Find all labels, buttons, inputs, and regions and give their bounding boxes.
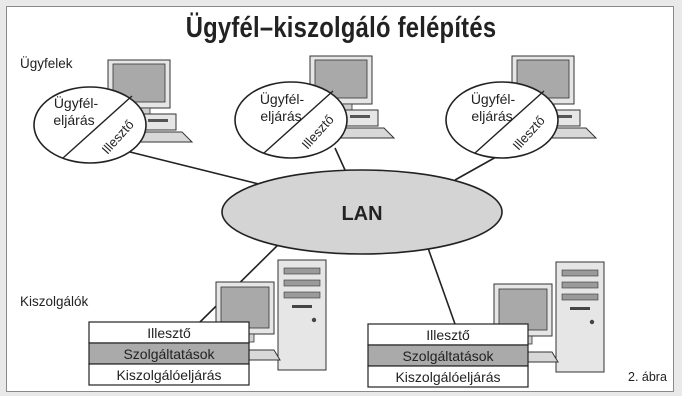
servers-group-label: Kiszolgálók xyxy=(20,294,89,309)
server-stack: Illesztő Szolgáltatások Kiszolgálóeljárá… xyxy=(88,321,250,386)
client-process-line2: eljárás xyxy=(53,112,94,128)
client-process-line1: Ügyfél- xyxy=(471,90,516,107)
diagram-title: Ügyfél–kiszolgáló felépítés xyxy=(185,12,497,44)
lan-node: LAN xyxy=(221,169,503,255)
lan-label: LAN xyxy=(341,203,382,225)
client-process-line1: Ügyfél- xyxy=(260,90,305,107)
server-layer-services: Szolgáltatások xyxy=(402,348,494,364)
link-server-2 xyxy=(427,247,456,325)
client-node: Ügyfél- eljárás Illesztő xyxy=(445,81,559,159)
server-layer-process: Kiszolgálóeljárás xyxy=(116,367,221,383)
server-layer-services: Szolgáltatások xyxy=(123,346,215,362)
figure-caption: 2. ábra xyxy=(628,370,667,384)
link-server-1 xyxy=(199,237,286,323)
client-node: Ügyfél- eljárás Illesztő xyxy=(234,81,348,159)
client-process-line1: Ügyfél- xyxy=(54,94,99,111)
server-layer-adapter: Illesztő xyxy=(147,325,191,341)
link-client-1 xyxy=(129,151,276,189)
client-node: Ügyfél- eljárás Illesztő xyxy=(33,86,147,164)
server-stack: Illesztő Szolgáltatások Kiszolgálóeljárá… xyxy=(367,323,529,388)
client-process-line2: eljárás xyxy=(471,108,512,124)
server-layer-process: Kiszolgálóeljárás xyxy=(395,369,500,385)
link-client-2 xyxy=(334,147,346,171)
server-layer-adapter: Illesztő xyxy=(426,327,470,343)
clients-group-label: Ügyfelek xyxy=(20,56,73,71)
client-process-line2: eljárás xyxy=(260,108,301,124)
